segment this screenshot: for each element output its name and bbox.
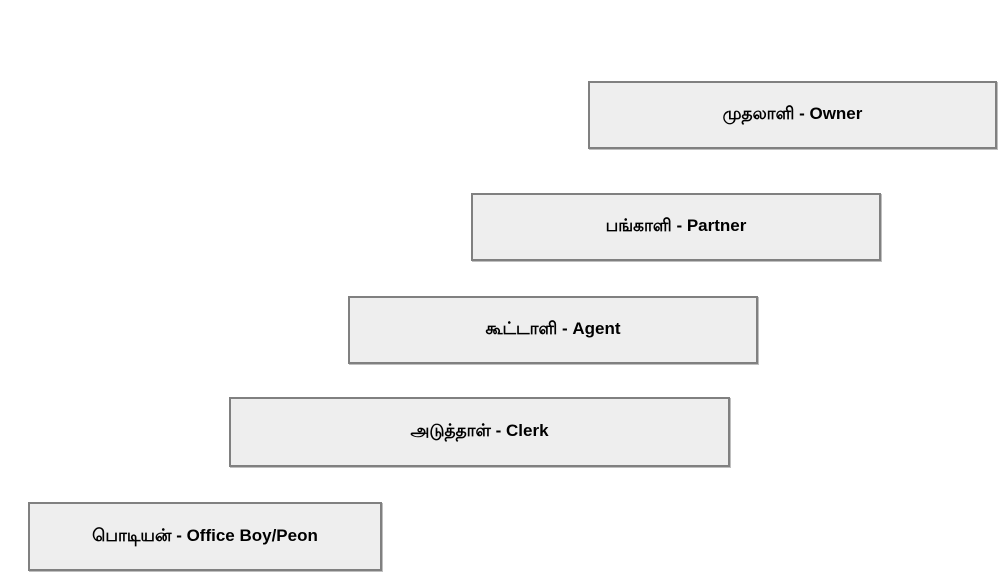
level-label-owner: முதலாளி - Owner [722, 104, 863, 123]
level-box-agent: கூட்டாளி - Agent [348, 296, 758, 364]
level-label-clerk: அடுத்தாள் - Clerk [410, 421, 549, 440]
level-box-office-boy-peon: பொடியன் - Office Boy/Peon [28, 502, 382, 571]
level-label-partner: பங்காளி - Partner [605, 216, 747, 235]
level-box-clerk: அடுத்தாள் - Clerk [229, 397, 730, 467]
level-box-partner: பங்காளி - Partner [471, 193, 881, 261]
level-label-agent: கூட்டாளி - Agent [485, 319, 621, 338]
level-box-owner: முதலாளி - Owner [588, 81, 997, 149]
level-label-office-boy-peon: பொடியன் - Office Boy/Peon [92, 525, 318, 545]
